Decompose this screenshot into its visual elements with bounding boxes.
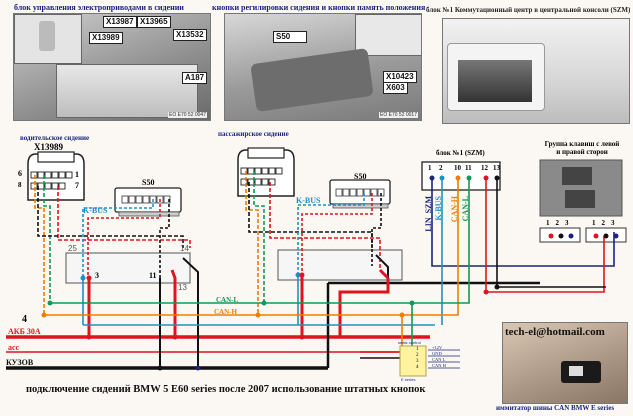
junction-dots	[41, 175, 619, 371]
button-pin: 3	[565, 219, 569, 227]
connector-s50-driver	[114, 187, 182, 217]
pin-label-1: 1	[75, 170, 79, 179]
label-can-h: CAN-H	[214, 308, 237, 316]
emulator-signals: +12V GND CAN L CAN H	[432, 345, 446, 369]
emulator-signal: CAN H	[432, 363, 446, 368]
tag-x603: X603	[383, 82, 408, 94]
rail-number: 4	[22, 314, 27, 325]
button-pin: 3	[611, 219, 615, 227]
caption-seat-buttons: кнопки регилировки сидения и кнопки памя…	[212, 3, 426, 12]
button-group-photo	[539, 159, 623, 217]
caption-button-group-line2: и правой сторон	[556, 148, 608, 156]
pin-label-13: 13	[178, 283, 187, 292]
pin-label-8: 8	[18, 181, 22, 189]
label-akb-30a: АКБ 30А	[8, 327, 41, 336]
footer-title: подключение сидений BMW 5 E60 series пос…	[26, 384, 426, 395]
label-body: КУЗОВ	[6, 358, 34, 367]
photo-seat-buttons: S50 X10423 X603 EO E70 52 0017	[224, 13, 422, 121]
emulator-pin: 4	[416, 365, 419, 370]
label-canh-szm: CAN-H	[450, 196, 459, 223]
szm-pin: 1	[428, 164, 432, 172]
caption-szm-photo: блок №1 Коммутационный центр в центральн…	[426, 6, 631, 14]
label-s50-driver: S50	[142, 178, 155, 187]
button-pin: 1	[592, 219, 596, 227]
emulator-signal: +12V	[432, 345, 443, 350]
emulator-pin: 1	[416, 347, 419, 352]
connector-s50-passenger	[329, 179, 391, 209]
caption-driver-seat: водительское сидение	[20, 134, 90, 142]
pin-label-6: 6	[18, 169, 22, 178]
label-kbus-szm: K-BUS	[434, 196, 443, 221]
pin-label-25: 25	[68, 244, 77, 253]
caption-passenger-seat: пассажирское сидение	[218, 130, 289, 138]
szm-wires	[420, 178, 615, 325]
photo-szm	[442, 18, 630, 124]
caption-szm-block: блок №1 (SZM)	[436, 149, 485, 157]
pin-label-7: 7	[75, 181, 79, 190]
connector-x13989-passenger	[237, 147, 295, 197]
email-text: tech-el@hotmail.com	[505, 326, 605, 338]
inset-connector-image	[14, 14, 82, 64]
button-pin: 1	[546, 219, 550, 227]
driver-module-outputs	[82, 257, 199, 368]
button-pin: 2	[555, 219, 560, 227]
caption-emulator: иммитатор шины CAN BMW E series	[496, 404, 615, 412]
label-acc: acc	[8, 343, 20, 352]
pin-label-14: 14	[180, 244, 189, 253]
szm-pin: 10	[454, 164, 461, 172]
tag-x13965: X13965	[137, 16, 171, 28]
tag-x13987: X13987	[103, 16, 137, 28]
caption-button-group-line1: Группа клавиш с левой	[544, 140, 620, 148]
emulator-signal: GND	[432, 351, 442, 356]
label-x13989: X13989	[34, 142, 63, 152]
szm-pin: 11	[465, 164, 472, 172]
pin-label-3: 3	[95, 271, 99, 280]
inset-seat-image	[355, 14, 421, 56]
inset-szm	[447, 43, 545, 111]
label-can-l: CAN-L	[216, 296, 239, 304]
tag-s50: S50	[273, 31, 307, 43]
tag-a187: A187	[182, 72, 208, 84]
emulator-pin: 2	[416, 353, 419, 358]
emulator-device	[561, 361, 601, 383]
emulator-title: seats control	[398, 340, 421, 345]
label-canl-szm: CAN-L	[461, 196, 470, 222]
emulator-pin: 3	[416, 359, 419, 364]
photo-emulator: tech-el@hotmail.com	[502, 322, 628, 404]
photo-code: EO E70 52 0047	[168, 112, 207, 118]
label-lin-szm: LIN_SZM	[424, 196, 433, 232]
caption-seat-module: блок управления электроприводами в сиден…	[14, 3, 184, 12]
emulator-subtitle: E series	[401, 377, 416, 382]
caption-button-group: Группа клавиш с левой и правой сторон	[540, 140, 624, 156]
photo-code: EO E70 52 0017	[379, 112, 418, 118]
emulator-box	[399, 345, 427, 377]
emulator-signal: CAN L	[432, 357, 446, 362]
tag-x13532: X13532	[173, 29, 207, 41]
szm-pin-labels: 1 2 10 11 12 13	[428, 164, 504, 172]
szm-pin: 12	[481, 164, 488, 172]
pin-label-11: 11	[149, 271, 157, 280]
photo-seat-module: X13987 X13965 X13989 X13532 A187 EO E70 …	[13, 13, 211, 121]
tag-x13989: X13989	[89, 32, 123, 44]
szm-pin: 13	[493, 164, 500, 172]
label-kbus-passenger: K-BUS	[296, 196, 321, 205]
label-kbus-driver: K-BUS	[83, 206, 108, 215]
label-s50-passenger: S50	[354, 172, 367, 181]
module-housing	[56, 64, 198, 118]
emulator-signal-lines	[428, 349, 460, 369]
passenger-wires	[245, 171, 382, 315]
connector-x13989-driver	[27, 151, 85, 201]
emulator-pins: 1 2 3 4	[416, 347, 419, 371]
button-pin: 2	[601, 219, 606, 227]
szm-pin: 2	[439, 164, 443, 172]
